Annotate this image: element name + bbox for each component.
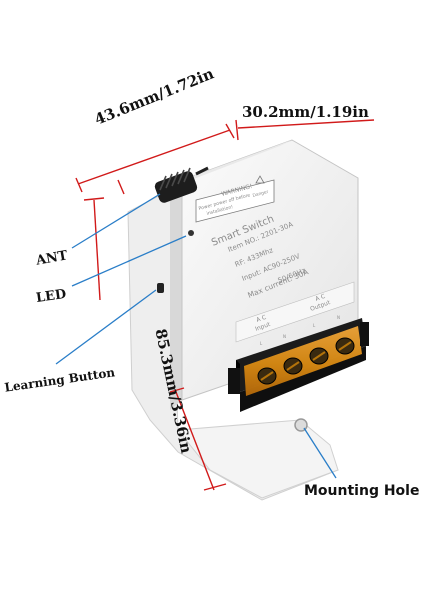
mounting-hole-label: Mounting Hole [304,483,420,499]
callout-lines [55,193,337,479]
dim-top-right-line [237,119,375,129]
warning-label: WARNING! Power power off before installa… [195,175,275,223]
housing-top [170,140,292,188]
danger-label: Danger [252,189,269,199]
terminal-label-strip [235,281,355,343]
led-indicator [188,230,194,236]
terminal-n1: N [283,334,286,339]
dim-top-left-line [77,129,231,185]
dim-left-vertical [93,199,101,301]
terminal-output-ac: A C [314,293,326,303]
terminal-input-ac: A C [255,314,267,324]
learn-callout-line [55,289,157,365]
danger-triangle-icon [255,175,265,184]
mount-callout-line [303,427,337,479]
terminal-l2: L [313,323,316,328]
dim-side-line [175,391,215,491]
led-callout-line [71,235,187,287]
ant-callout-line [71,193,161,249]
dimension-depth-label: 30.2mm/1.19in [242,103,369,121]
terminal-block [228,318,369,412]
terminal-n2: N [337,315,340,320]
terminal-l1: L [260,341,263,346]
dim-left-tick [83,197,105,201]
learning-button [157,283,164,293]
dimension-lines [75,119,375,491]
housing-side [170,180,182,410]
antenna-coil [154,166,209,203]
